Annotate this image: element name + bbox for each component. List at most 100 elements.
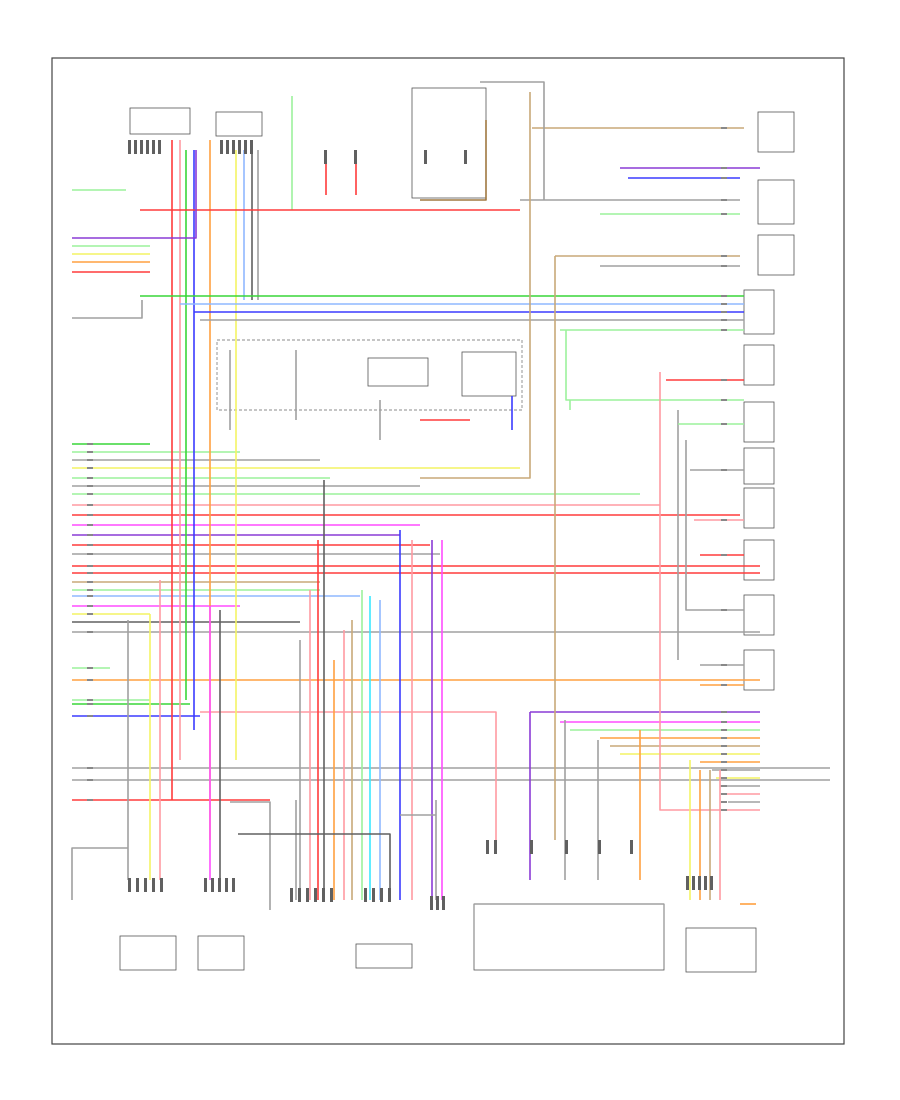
connector-pin: [494, 840, 497, 854]
right-switch-1: [757, 111, 795, 153]
wire-label-tick: [721, 319, 727, 321]
wire-label-tick: [721, 793, 727, 795]
top-left-connector: [129, 107, 191, 135]
wire-label-tick: [721, 303, 727, 305]
wire-brown: [420, 120, 487, 201]
wire-label-tick: [87, 679, 93, 681]
wire-label-tick: [87, 565, 93, 567]
connector-pin: [330, 888, 333, 902]
connector-pin: [314, 888, 317, 902]
connector-pin: [710, 876, 713, 890]
wire-label-tick: [87, 699, 93, 701]
connector-pin: [134, 140, 137, 154]
wire-label-tick: [87, 443, 93, 445]
wire-label-tick: [87, 595, 93, 597]
center-sensor-block: [461, 351, 517, 397]
wire-label-tick: [721, 721, 727, 723]
connector-pin: [160, 878, 163, 892]
connector-pin: [158, 140, 161, 154]
wire-label-tick: [721, 753, 727, 755]
wire-label-tick: [721, 777, 727, 779]
connector-pin: [530, 840, 533, 854]
right-sensor-6: [743, 539, 775, 581]
wire-gray: [230, 801, 271, 910]
wire-label-tick: [721, 737, 727, 739]
wire-label-tick: [721, 711, 727, 713]
right-sensor-8: [743, 649, 775, 691]
connector-pin: [698, 876, 701, 890]
wire-label-tick: [721, 809, 727, 811]
connector-pin: [140, 140, 143, 154]
connector-pin: [364, 888, 367, 902]
connector-pin: [144, 878, 147, 892]
top-center-connector: [215, 111, 263, 137]
wire-label-tick: [721, 399, 727, 401]
connector-pin: [128, 878, 131, 892]
connector-pin: [424, 150, 427, 164]
wire-gray: [72, 300, 143, 319]
wire-label-tick: [87, 613, 93, 615]
connector-pin: [211, 878, 214, 892]
right-sensor-5: [743, 487, 775, 529]
wire-label-tick: [87, 504, 93, 506]
connector-pin: [380, 888, 383, 902]
wire-label-tick: [87, 485, 93, 487]
right-sensor-2: [743, 344, 775, 386]
wire-label-tick: [87, 605, 93, 607]
wire-label-tick: [87, 589, 93, 591]
connector-pin: [464, 150, 467, 164]
wire-harness: [71, 81, 830, 910]
connector-pin: [204, 878, 207, 892]
wire-lightgreen: [565, 330, 744, 401]
wire-label-tick: [87, 459, 93, 461]
bottom-switch: [355, 943, 413, 969]
connector-pin: [486, 840, 489, 854]
wire-label-tick: [721, 664, 727, 666]
connector-pin: [322, 888, 325, 902]
wire-pink: [200, 711, 497, 840]
wire-label-tick: [721, 469, 727, 471]
connector-pin: [430, 896, 433, 910]
wire-label-tick: [721, 295, 727, 297]
wire-tan: [420, 92, 531, 479]
wire-label-tick: [87, 667, 93, 669]
connector-pin: [630, 840, 633, 854]
connector-pin: [225, 878, 228, 892]
wire-label-tick: [721, 329, 727, 331]
bottom-solenoid-block: [473, 903, 665, 971]
wire-label-tick: [721, 199, 727, 201]
wire-label-tick: [87, 493, 93, 495]
wire-label-tick: [87, 467, 93, 469]
connector-pin: [238, 140, 241, 154]
wire-label-tick: [87, 451, 93, 453]
connector-pin: [244, 140, 247, 154]
connector-pin: [146, 140, 149, 154]
component-boxes: [119, 87, 795, 973]
wire-label-tick: [87, 477, 93, 479]
right-switch-2: [757, 179, 795, 225]
wire-label-tick: [721, 311, 727, 313]
center-module-block: [367, 357, 429, 387]
wire-label-tick: [721, 554, 727, 556]
bottom-sensor-2: [197, 935, 245, 971]
wire-label-tick: [87, 514, 93, 516]
wire-label-tick: [87, 524, 93, 526]
wire-label-tick: [721, 801, 727, 803]
wire-label-tick: [721, 729, 727, 731]
wire-label-tick: [721, 785, 727, 787]
bottom-right-switch: [685, 927, 757, 973]
connector-pin: [354, 150, 357, 164]
connector-pin: [136, 878, 139, 892]
connector-pin: [598, 840, 601, 854]
connector-pin: [388, 888, 391, 902]
wire-darkgray: [238, 833, 391, 900]
wire-gray: [71, 847, 128, 900]
wire-label-tick: [87, 703, 93, 705]
bottom-sensor-1: [119, 935, 177, 971]
wire-label-tick: [87, 779, 93, 781]
connector-pin: [324, 150, 327, 164]
right-sensor-1: [743, 289, 775, 335]
wire-label-tick: [721, 745, 727, 747]
connector-pin: [306, 888, 309, 902]
